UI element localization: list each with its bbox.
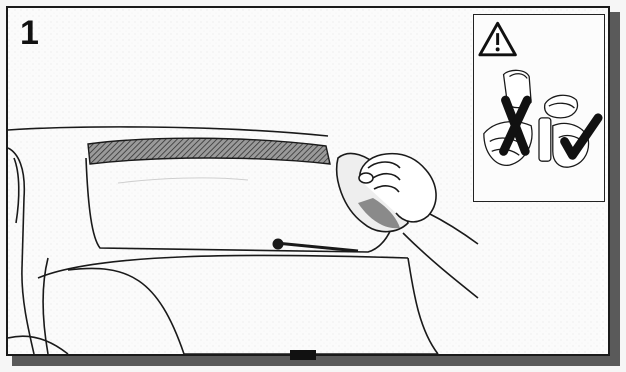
instruction-panel: 1 [6,6,610,356]
warning-inset [473,14,605,202]
check-mark-icon [560,113,603,160]
correct-usage-illustration [538,94,590,168]
spoiler-highlight [87,137,331,165]
warning-triangle-icon [478,21,517,57]
wiper [272,238,359,253]
page-tab-marker [290,350,316,360]
cross-mark-icon [499,95,532,156]
hand-with-cloth [336,152,479,299]
step-number: 1 [20,14,39,52]
